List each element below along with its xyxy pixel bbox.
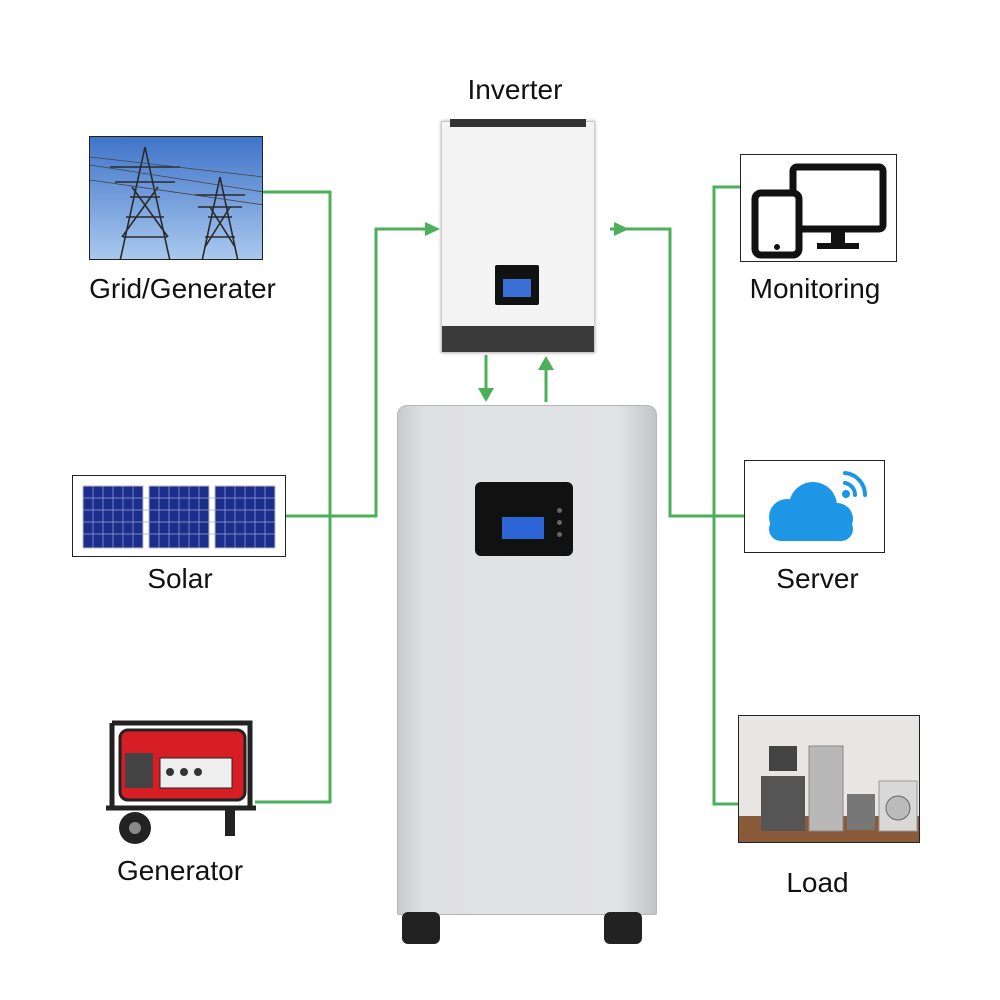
solar-label: Solar bbox=[130, 563, 230, 595]
load-label: Load bbox=[760, 867, 875, 899]
monitoring-image bbox=[740, 154, 897, 262]
monitoring-label: Monitoring bbox=[735, 273, 895, 305]
battery-display bbox=[475, 482, 573, 556]
power-tower-icon bbox=[90, 137, 263, 260]
generator-icon bbox=[100, 708, 260, 848]
monitor-phone-icon bbox=[741, 155, 897, 262]
server-image bbox=[744, 460, 885, 553]
generator-label: Generator bbox=[105, 855, 255, 887]
cloud-icon bbox=[745, 461, 885, 553]
inverter-unit bbox=[441, 121, 595, 353]
battery-wheel-right bbox=[604, 912, 642, 944]
arrow-up-icon bbox=[538, 356, 554, 370]
arrow-out-inverter bbox=[614, 222, 629, 236]
battery-wheel-left bbox=[402, 912, 440, 944]
solar-panel-icon bbox=[73, 476, 286, 557]
arrow-into-inverter bbox=[425, 222, 440, 236]
grid-label: Grid/Generater bbox=[70, 273, 295, 305]
inverter-display bbox=[495, 265, 539, 305]
grid-image bbox=[89, 136, 263, 260]
inverter-label: Inverter bbox=[455, 74, 575, 106]
arrow-down-icon bbox=[478, 388, 494, 402]
solar-image bbox=[72, 475, 286, 557]
inverter-top-bar bbox=[450, 119, 586, 127]
server-label: Server bbox=[755, 563, 880, 595]
battery-cabinet bbox=[397, 405, 657, 915]
appliances-icon bbox=[739, 716, 920, 843]
inverter-bottom-bar bbox=[442, 326, 594, 352]
load-image bbox=[738, 715, 920, 843]
